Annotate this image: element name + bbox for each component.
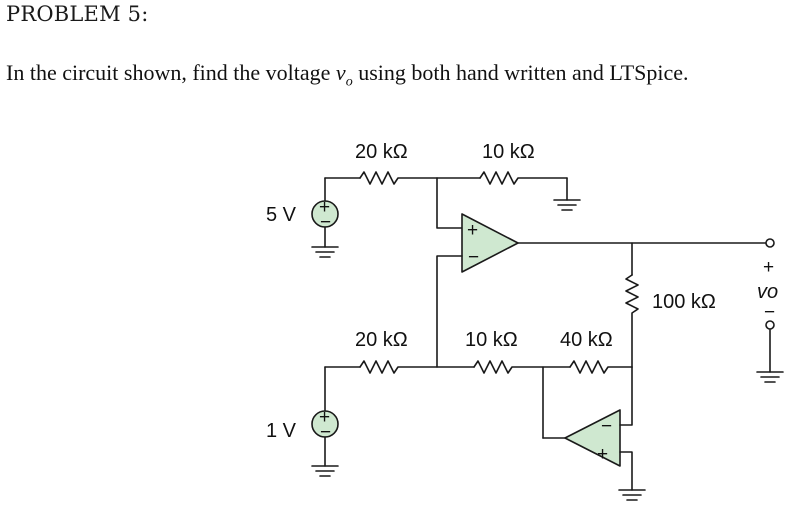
label-r-bottom-10k: 10 kΩ [465,329,518,351]
vo-minus: − [764,302,775,323]
label-r-load-100k: 100 kΩ [652,291,716,313]
ground-symbol-1v [311,465,339,477]
problem-statement: In the circuit shown, find the voltage v… [6,60,689,90]
resistor-bottom-40k [569,360,633,374]
resistor-top-20k [359,171,438,185]
label-source-5v: 5 V [266,204,297,226]
source-1v-minus: − [320,422,331,443]
resistor-bottom-20k [359,360,475,374]
opamp1-minus: − [468,247,479,268]
statement-before: In the circuit shown, find the voltage [6,60,336,85]
output-terminal-positive [765,238,775,248]
op-amp-2 [564,409,621,467]
resistor-load-100k [625,274,639,368]
vo-plus: + [763,257,774,278]
resistor-top-10k [479,171,568,185]
source-1v-plus: + [319,407,330,428]
vo-label: vo [757,281,778,303]
ground-symbol-5v [311,246,339,258]
label-r-top-10k: 10 kΩ [482,141,535,163]
op-amp-1 [461,213,519,273]
source-5v-plus: + [319,197,330,218]
ground-symbol-output [756,371,784,383]
ground-symbol-top [553,199,581,211]
label-r-bottom-40k: 40 kΩ [560,329,613,351]
opamp2-minus: − [601,416,612,437]
voltage-source-1v [311,366,339,467]
opamp1-plus: + [467,220,478,241]
voltage-source-5v [311,177,361,248]
output-variable-subscript: o [345,74,353,90]
problem-heading: PROBLEM 5: [6,2,149,26]
output-variable: v [335,60,346,85]
label-r-bottom-20k: 20 kΩ [355,329,408,351]
resistor-bottom-10k [473,360,571,374]
output-terminal-negative [765,320,775,330]
label-source-1v: 1 V [266,420,297,442]
source-5v-minus: − [320,212,331,233]
ground-symbol-opamp2 [618,489,646,501]
label-r-top-20k: 20 kΩ [355,141,408,163]
statement-after: using both hand written and LTSpice. [352,60,689,85]
opamp2-plus: + [597,444,608,465]
